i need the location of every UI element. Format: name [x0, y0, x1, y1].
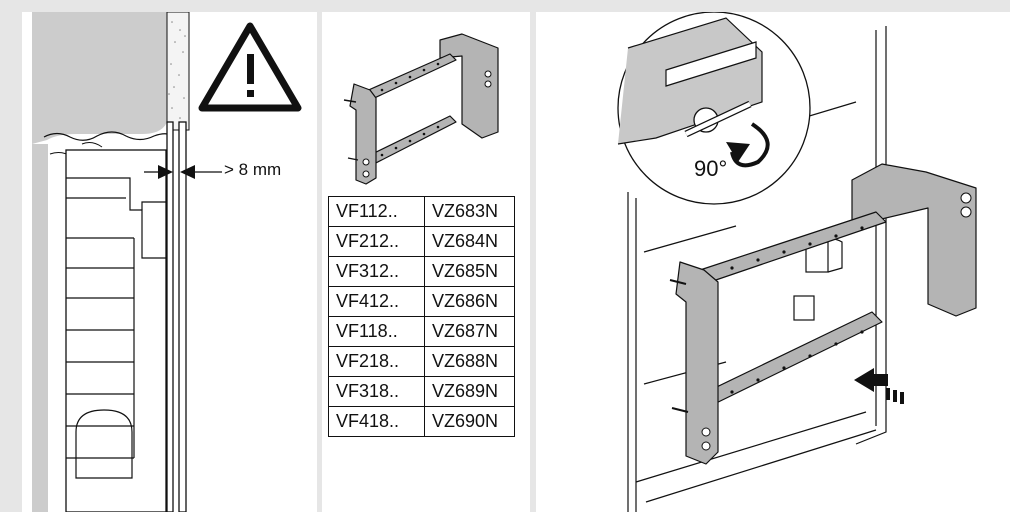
- model-code-cell: VF112..: [328, 196, 425, 227]
- frame-bracket-left: [675, 261, 719, 465]
- model-code-cell: VF118..: [328, 316, 425, 347]
- frame-bracket-left: [349, 83, 377, 185]
- frame-screws: [343, 99, 359, 161]
- panel-wall-clearance: > 8 mm: [22, 12, 317, 512]
- clearance-label: > 8 mm: [224, 160, 282, 179]
- accessory-code-cell: VZ690N: [424, 406, 515, 437]
- table-row: VF118..VZ687N: [328, 316, 515, 347]
- wall-plate: [178, 121, 187, 512]
- table-row: VF218..VZ688N: [328, 346, 515, 377]
- rotate-arrow-icon: [730, 122, 770, 168]
- model-code-cell: VF412..: [328, 286, 425, 317]
- table-row: VF312..VZ685N: [328, 256, 515, 287]
- frame-rail-top: [699, 211, 887, 283]
- accessory-code-cell: VZ686N: [424, 286, 515, 317]
- mounting-frame-drawing: [343, 33, 499, 185]
- wall-side: [32, 144, 48, 512]
- cabinet-body: [65, 149, 167, 512]
- frame-rail-bottom: [697, 311, 883, 409]
- model-code-cell: VF212..: [328, 226, 425, 257]
- frame-screws: [669, 279, 689, 413]
- table-row: VF412..VZ686N: [328, 286, 515, 317]
- accessory-code-cell: VZ683N: [424, 196, 515, 227]
- insulation-strip: [166, 12, 190, 131]
- cabinet-modules: [66, 177, 166, 479]
- panel-installation: 90°: [536, 12, 1010, 512]
- cabinet-box: [627, 26, 887, 512]
- table-row: VF318..VZ689N: [328, 376, 515, 407]
- warning-triangle-icon: [198, 22, 302, 112]
- accessory-code-cell: VZ684N: [424, 226, 515, 257]
- model-code-cell: VF218..: [328, 346, 425, 377]
- push-arrow-icon: [854, 368, 904, 404]
- model-code-cell: VF312..: [328, 256, 425, 287]
- accessory-code-cell: VZ688N: [424, 346, 515, 377]
- frame-bracket-right: [851, 163, 977, 317]
- detail-magnifier: [617, 12, 811, 205]
- door-plate: [166, 121, 174, 512]
- clearance-drawing: [32, 12, 302, 512]
- table-row: VF418..VZ690N: [328, 406, 515, 437]
- clearance-arrows: [144, 165, 222, 179]
- table-row: VF112..VZ683N: [328, 196, 515, 227]
- table-row: VF212..VZ684N: [328, 226, 515, 257]
- model-code-cell: VF318..: [328, 376, 425, 407]
- wall-block: [32, 12, 167, 144]
- cavity-edge: [43, 131, 169, 141]
- accessory-code-cell: VZ689N: [424, 376, 515, 407]
- model-code-cell: VF418..: [328, 406, 425, 437]
- accessory-code-cell: VZ687N: [424, 316, 515, 347]
- installation-drawing: [617, 12, 977, 512]
- accessory-code-cell: VZ685N: [424, 256, 515, 287]
- rotation-label: 90°: [694, 156, 728, 181]
